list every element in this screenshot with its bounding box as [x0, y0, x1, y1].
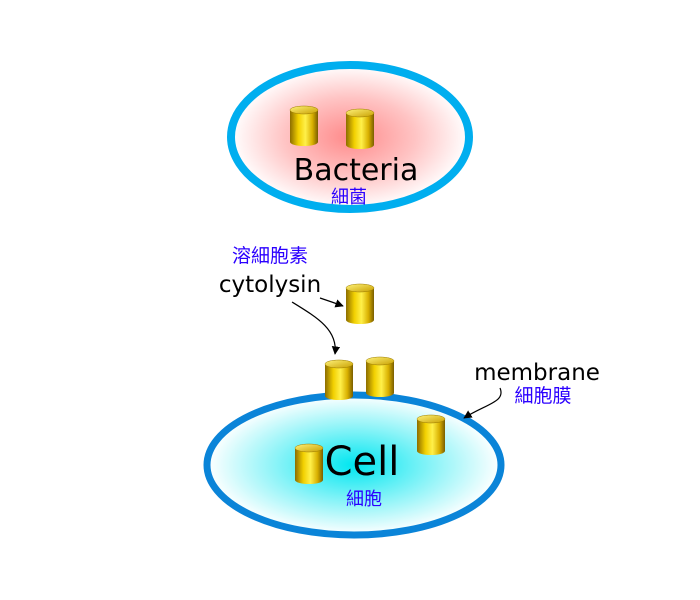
cell-label-zh: 細胞 — [346, 489, 382, 510]
cytolysin-cylinder — [365, 356, 395, 397]
bacteria-label-zh: 細菌 — [331, 187, 367, 208]
cytolysin-cylinder — [416, 414, 446, 455]
cytolysin-cylinder — [345, 108, 375, 149]
membrane-label-zh: 細胞膜 — [514, 385, 571, 407]
arrow-to-free-cylinder — [319, 297, 344, 308]
cytolysin-label-zh: 溶細胞素 — [232, 245, 308, 267]
cytolysin-cylinder — [294, 443, 324, 484]
arrow-to-membrane-cylinders — [291, 301, 341, 355]
cytolysin-cylinder — [324, 359, 354, 400]
membrane-label: membrane — [474, 360, 600, 386]
cytolysin-cylinder — [345, 283, 375, 324]
cell-label: Cell — [325, 439, 400, 485]
arrow-to-membrane — [463, 387, 502, 419]
cytolysin-label: cytolysin — [219, 272, 321, 298]
bacteria-label: Bacteria — [294, 153, 419, 188]
cytolysin-cylinder — [289, 105, 319, 146]
